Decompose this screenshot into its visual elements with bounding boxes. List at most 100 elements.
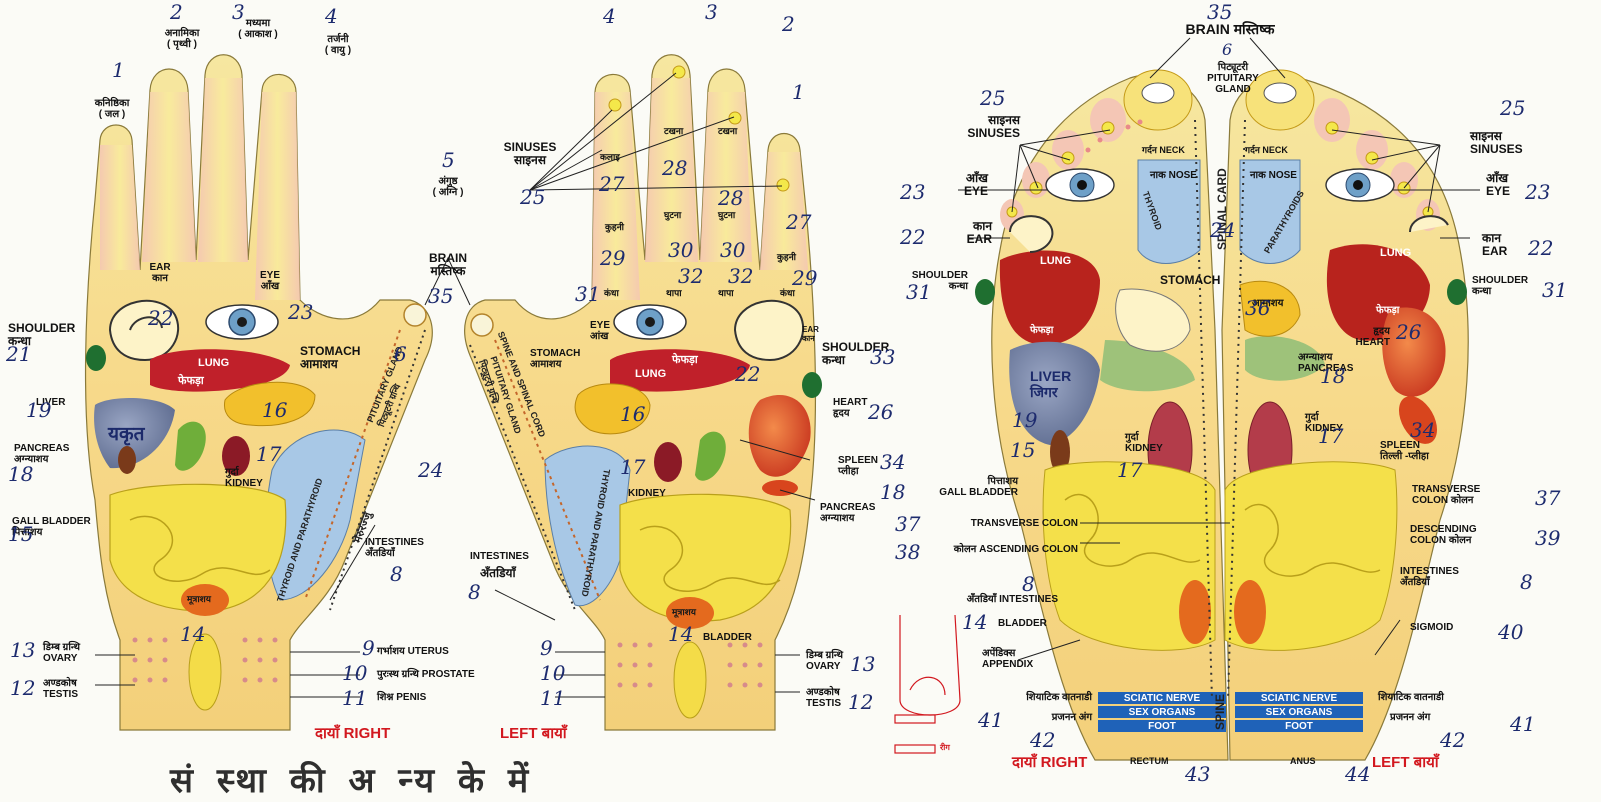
foot-band-sciatic: SCIATIC NERVE [1123,693,1201,704]
label-ear-small: EAR कान [802,325,819,343]
number-23: 23 [288,300,314,324]
foot-label-eye-left: आँख EYE [963,171,988,198]
foot-label-pituitary: पिट्यूटरी PITUITARY GLAND [1207,62,1259,95]
label-gall-bladder: GALL BLADDER पित्ताशय [12,516,91,538]
label-angushtha: अंगुष्ठ ( अग्नि ) [432,176,464,198]
label-spleen: SPLEEN प्लीहा [838,455,879,477]
foot-label-gall-bladder: पित्ताशय GALL BLADDER [939,476,1018,498]
label-stomach: STOMACH आमाशय [300,344,361,371]
foot-label-shoulder-right: SHOULDER कन्धा [1472,275,1529,297]
spine-dots [1194,119,1246,701]
label-liver: LIVER [36,397,66,408]
label-shoulder: SHOULDER कन्धा [8,321,76,348]
number-5: 5 [442,148,455,172]
hand-leader-lines [95,72,816,698]
number-18: 18 [8,462,34,486]
label-thapa-2: थापा [718,288,734,298]
number-25-foot: 25 [980,86,1006,110]
number-26-foot: 26 [1396,320,1422,344]
number-18-foot: 18 [1320,364,1346,388]
number-23-foot-b: 23 [1525,180,1551,204]
number-10-b: 10 [540,661,566,685]
label-ghutna-2: घुटना [718,210,736,220]
label-uterus: गर्भाशय UTERUS [377,646,449,657]
foot-label-lung-hi: फेफड़ा [1030,325,1054,336]
number-36: 36 [1245,296,1271,320]
number-34-foot: 34 [1410,418,1436,442]
number-42: 42 [1030,728,1056,752]
foot-label-bladder: BLADDER [998,618,1047,629]
hand-left-label: LEFT बायाँ [500,725,567,742]
label-penis: शिश्न PENIS [377,692,427,703]
foot-label-rectum: RECTUM [1130,756,1169,766]
label-gurda: गुर्दा [225,467,239,478]
number-30: 30 [668,238,694,262]
number-31-foot: 31 [906,280,932,304]
number-14-b: 14 [668,622,694,646]
number-3-b: 3 [705,0,718,24]
foot-label-lung-2: LUNG [1380,247,1412,259]
foot-label-lung: LUNG [1040,255,1072,267]
label-tkhna: टखना [664,126,684,136]
label-lung-hi-2: फेफड़ा [672,354,698,366]
number-1: 1 [112,58,125,82]
label-ghutna: घुटना [664,210,682,220]
number-15: 15 [8,522,34,546]
number-1-b: 1 [792,80,805,104]
foot-label-ashay: आमाशय [1252,298,1284,309]
number-37-b: 37 [1535,486,1561,510]
label-kuhni: कुहनी [605,222,625,232]
foot-label-liver: LIVER जिगर [1030,368,1072,400]
number-31: 31 [575,282,601,306]
label-kalai: कलाइ [600,152,620,162]
label-yakrit: यकृत [108,424,145,445]
label-stomach-2: STOMACH आमाशय [530,348,581,370]
foot-label-descending: DESCENDING COLON कोलन [1410,524,1477,546]
foot-left-label: LEFT बायाँ [1372,754,1439,771]
label-eye-small: EYE आंख [590,320,611,342]
number-8-foot: 8 [1022,572,1035,596]
foot-label-stomach: STOMACH [1160,273,1221,287]
number-31-foot-b: 31 [1542,278,1568,302]
label-madhyama: मध्यमा ( आकाश ) [238,18,278,40]
foot-band-foot-2: FOOT [1285,721,1313,732]
label-pancreas: PANCREAS अग्न्याशय [14,443,70,465]
foot-label-sciatic-left: शियाटिक वातनाडी [1026,692,1092,703]
label-ear: EAR कान [149,262,171,284]
label-tkhna-2: टखना [718,126,738,136]
hand-right-label: दायाँ RIGHT [315,725,391,742]
foot-label-kidney-right: गुर्दा KIDNEY [1305,412,1343,434]
foot-label-neck-2: गर्दन NECK [1245,145,1288,155]
foot-label-kidney-left: गुर्दा KIDNEY [1125,432,1163,454]
foot-label-ear-left: कान EAR [966,219,992,246]
label-pancreas-2: PANCREAS अग्न्याशय [820,502,876,524]
right-hand-palm [84,54,433,731]
foot-band-sciatic-2: SCIATIC NERVE [1260,693,1338,704]
number-22-b: 22 [735,362,761,386]
foot-label-anus: ANUS [1290,756,1316,766]
number-17-foot: 17 [1117,458,1143,482]
label-lung: LUNG [198,357,230,369]
label-lung-hi: फेफड़ा [178,375,204,387]
foot-label-ear-right: कान EAR [1482,231,1508,258]
foot-label-transverse-right: TRANSVERSE COLON कोलन [1412,484,1481,506]
label-brain: BRAIN मस्तिष्क [429,251,467,278]
number-12: 12 [10,676,36,700]
foot-label-shoulder-left: SHOULDER कन्धा [911,270,968,292]
label-intestines: INTESTINES अँतडियाँ [365,537,424,559]
number-17-b: 17 [620,455,646,479]
label-thapa: थापा [666,288,682,298]
foot-label-sinuses-right: साइनस SINUSES [1470,129,1523,156]
foot-label-nose-2: नाक NOSE [1250,170,1297,181]
label-mutrashay: मूत्राशय [187,594,212,604]
foot-label-intestines-right: INTESTINES अँतडियाँ [1400,566,1459,588]
number-24: 24 [418,458,444,482]
label-tarjani: तर्जनी ( वायु ) [324,34,352,56]
number-9-b: 9 [540,636,553,660]
number-2-b: 2 [782,12,795,36]
number-9: 9 [362,636,375,660]
number-10: 10 [342,661,368,685]
number-43: 43 [1185,762,1211,786]
foot-label-heart: हृदय HEART [1355,326,1390,348]
